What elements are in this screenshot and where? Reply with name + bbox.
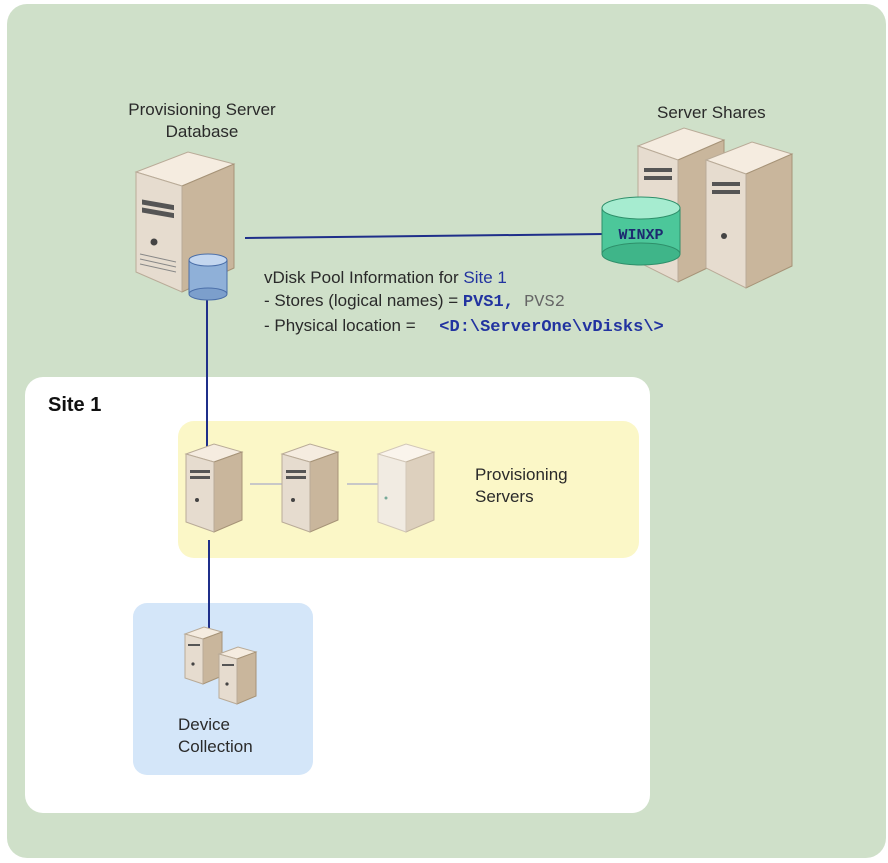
- provisioning-server-2-icon: [280, 443, 340, 533]
- device-front-icon: [217, 646, 258, 705]
- device-collection-label: Device Collection: [178, 714, 253, 758]
- device-back-icon: [183, 626, 224, 685]
- provisioning-servers-label-line1: Provisioning: [475, 465, 568, 484]
- database-label-line1: Provisioning Server: [128, 100, 276, 119]
- database-label: Provisioning Server Database: [102, 99, 302, 143]
- stores-prefix: - Stores (logical names) =: [264, 291, 463, 310]
- pool-info-site: Site 1: [463, 268, 507, 287]
- share-server-front-icon: [704, 141, 794, 289]
- pool-info-heading: vDisk Pool Information for: [264, 268, 464, 287]
- device-collection-label-line2: Collection: [178, 737, 253, 756]
- server-shares-label: Server Shares: [657, 103, 766, 122]
- share-storage-icon: [601, 196, 681, 266]
- store-primary: PVS1,: [462, 293, 514, 312]
- db-to-shares-link: [244, 233, 605, 239]
- share-store-label: WINXP: [618, 227, 664, 244]
- location-prefix: - Physical location =: [264, 316, 421, 335]
- database-storage-icon: [188, 253, 228, 301]
- provisioning-server-3-icon: [376, 443, 436, 533]
- provisioning-servers-label-line2: Servers: [475, 487, 534, 506]
- site-title: Site 1: [48, 394, 102, 416]
- device-collection-label-line1: Device: [178, 715, 230, 734]
- provisioning-server-1-icon: [184, 443, 244, 533]
- location-value: <D:\ServerOne\vDisks\>: [439, 318, 664, 337]
- database-label-line2: Database: [165, 122, 239, 141]
- vdisk-pool-info: vDisk Pool Information for Site 1 - Stor…: [264, 266, 664, 339]
- provisioning-servers-label: Provisioning Servers: [475, 464, 568, 508]
- store-secondary: PVS2: [513, 293, 565, 312]
